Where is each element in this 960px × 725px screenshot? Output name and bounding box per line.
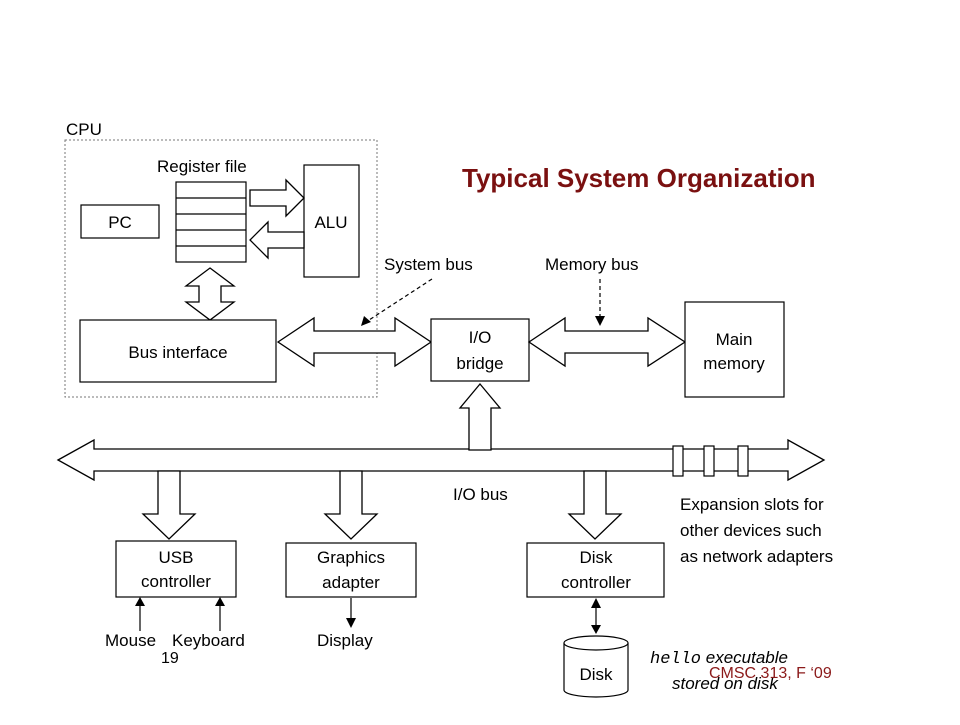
expansion-line2: other devices such bbox=[680, 521, 822, 540]
usb-controller: USB controller bbox=[115, 540, 237, 598]
register-to-alu-arrow bbox=[249, 178, 305, 218]
disk-link-head-up bbox=[591, 598, 601, 608]
display-label: Display bbox=[317, 631, 373, 650]
disk-label: Disk bbox=[579, 665, 613, 684]
hello-note-line1: hello executable bbox=[650, 648, 788, 669]
register-file bbox=[175, 181, 247, 263]
register-bus-interface-arrow bbox=[184, 267, 236, 321]
hello-note-line2: stored on disk bbox=[672, 674, 779, 693]
expansion-line3: as network adapters bbox=[680, 547, 833, 566]
memory-bus-label: Memory bus bbox=[545, 255, 639, 274]
display-arrowhead bbox=[346, 618, 356, 628]
alu-unit: ALU bbox=[303, 164, 360, 278]
usb-bus-arrow bbox=[141, 470, 197, 540]
main-memory-line2: memory bbox=[703, 354, 765, 373]
bridge-io-bus-arrow bbox=[458, 382, 502, 451]
disk-icon: Disk bbox=[563, 635, 629, 698]
system-bus-arrow bbox=[276, 316, 433, 368]
graphics-adapter-line1: Graphics bbox=[317, 548, 385, 567]
disk-controller-line1: Disk bbox=[579, 548, 613, 567]
usb-controller-line2: controller bbox=[141, 572, 211, 591]
pc-register: PC bbox=[80, 204, 160, 239]
course-footer: CMSC 313, F ‘09 bbox=[709, 665, 832, 682]
system-bus-label: System bus bbox=[384, 255, 473, 274]
memory-bus-pointer-head bbox=[595, 316, 605, 326]
io-bus-arrow bbox=[56, 438, 826, 482]
main-memory: Main memory bbox=[684, 301, 785, 398]
io-bridge: I/O bridge bbox=[430, 318, 530, 382]
expansion-line1: Expansion slots for bbox=[680, 495, 824, 514]
keyboard-arrowhead bbox=[215, 597, 225, 606]
keyboard-label: Keyboard bbox=[172, 631, 245, 650]
disk-link-head-down bbox=[591, 625, 601, 634]
alu-to-register-arrow bbox=[249, 220, 305, 260]
system-bus-pointer-head bbox=[361, 316, 371, 326]
page-title: Typical System Organization bbox=[462, 163, 816, 193]
expansion-slots bbox=[672, 445, 749, 477]
system-bus-pointer bbox=[365, 278, 433, 323]
register-file-label: Register file bbox=[157, 157, 247, 176]
bus-interface: Bus interface bbox=[79, 319, 277, 383]
disk-controller: Disk controller bbox=[526, 542, 665, 598]
bus-interface-label: Bus interface bbox=[128, 343, 227, 362]
mouse-arrowhead bbox=[135, 597, 145, 606]
io-bridge-line1: I/O bbox=[469, 328, 492, 347]
cpu-label: CPU bbox=[66, 120, 102, 139]
main-memory-line1: Main bbox=[716, 330, 753, 349]
cpu-boundary bbox=[64, 139, 378, 398]
io-bus-label: I/O bus bbox=[453, 485, 508, 504]
graphics-adapter: Graphics adapter bbox=[285, 542, 417, 598]
graphics-bus-arrow bbox=[323, 470, 379, 540]
memory-bus-arrow bbox=[527, 316, 687, 368]
usb-controller-line1: USB bbox=[159, 548, 194, 567]
io-bridge-line2: bridge bbox=[456, 354, 503, 373]
pc-label: PC bbox=[108, 213, 132, 232]
alu-label: ALU bbox=[314, 213, 347, 232]
disk-controller-line2: controller bbox=[561, 573, 631, 592]
disk-bus-arrow bbox=[567, 470, 623, 540]
page-number: 19 bbox=[161, 650, 179, 667]
graphics-adapter-line2: adapter bbox=[322, 573, 380, 592]
mouse-label: Mouse bbox=[105, 631, 156, 650]
